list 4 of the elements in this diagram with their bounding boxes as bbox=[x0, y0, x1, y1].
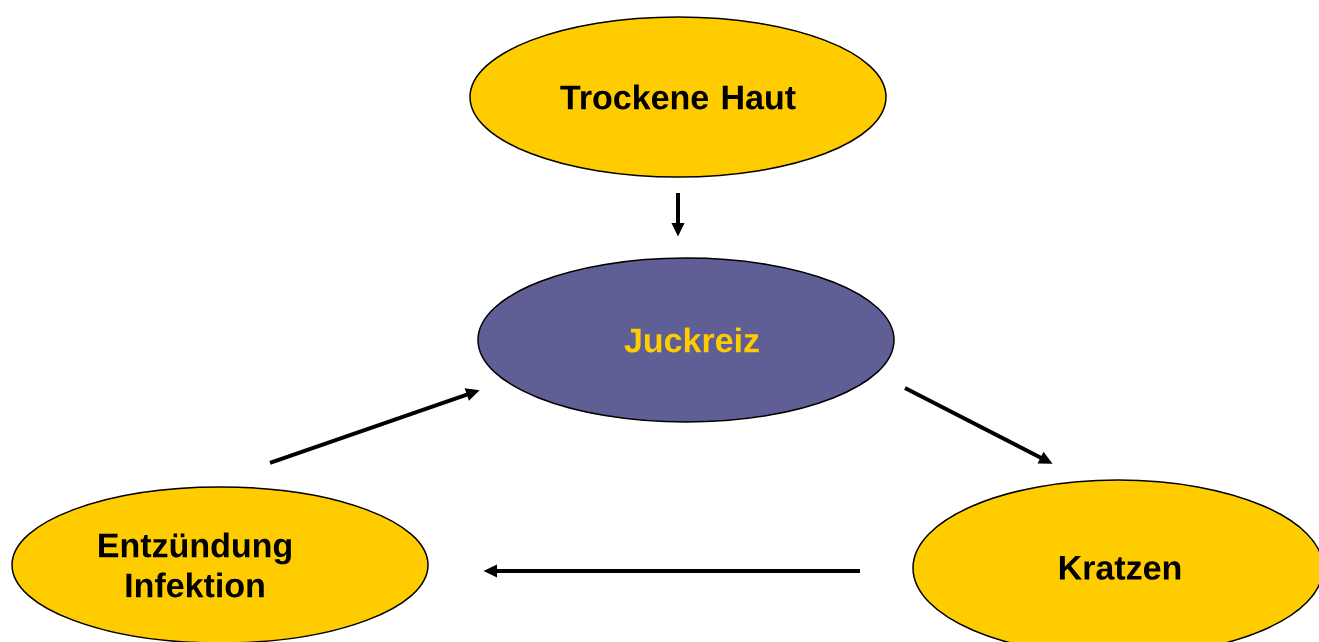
ellipse-node: Juckreiz bbox=[477, 257, 895, 423]
ellipse-node: Entzündung Infektion bbox=[11, 486, 429, 642]
ellipse-node: Kratzen bbox=[912, 479, 1319, 642]
ellipse-node: Trockene Haut bbox=[469, 16, 887, 178]
